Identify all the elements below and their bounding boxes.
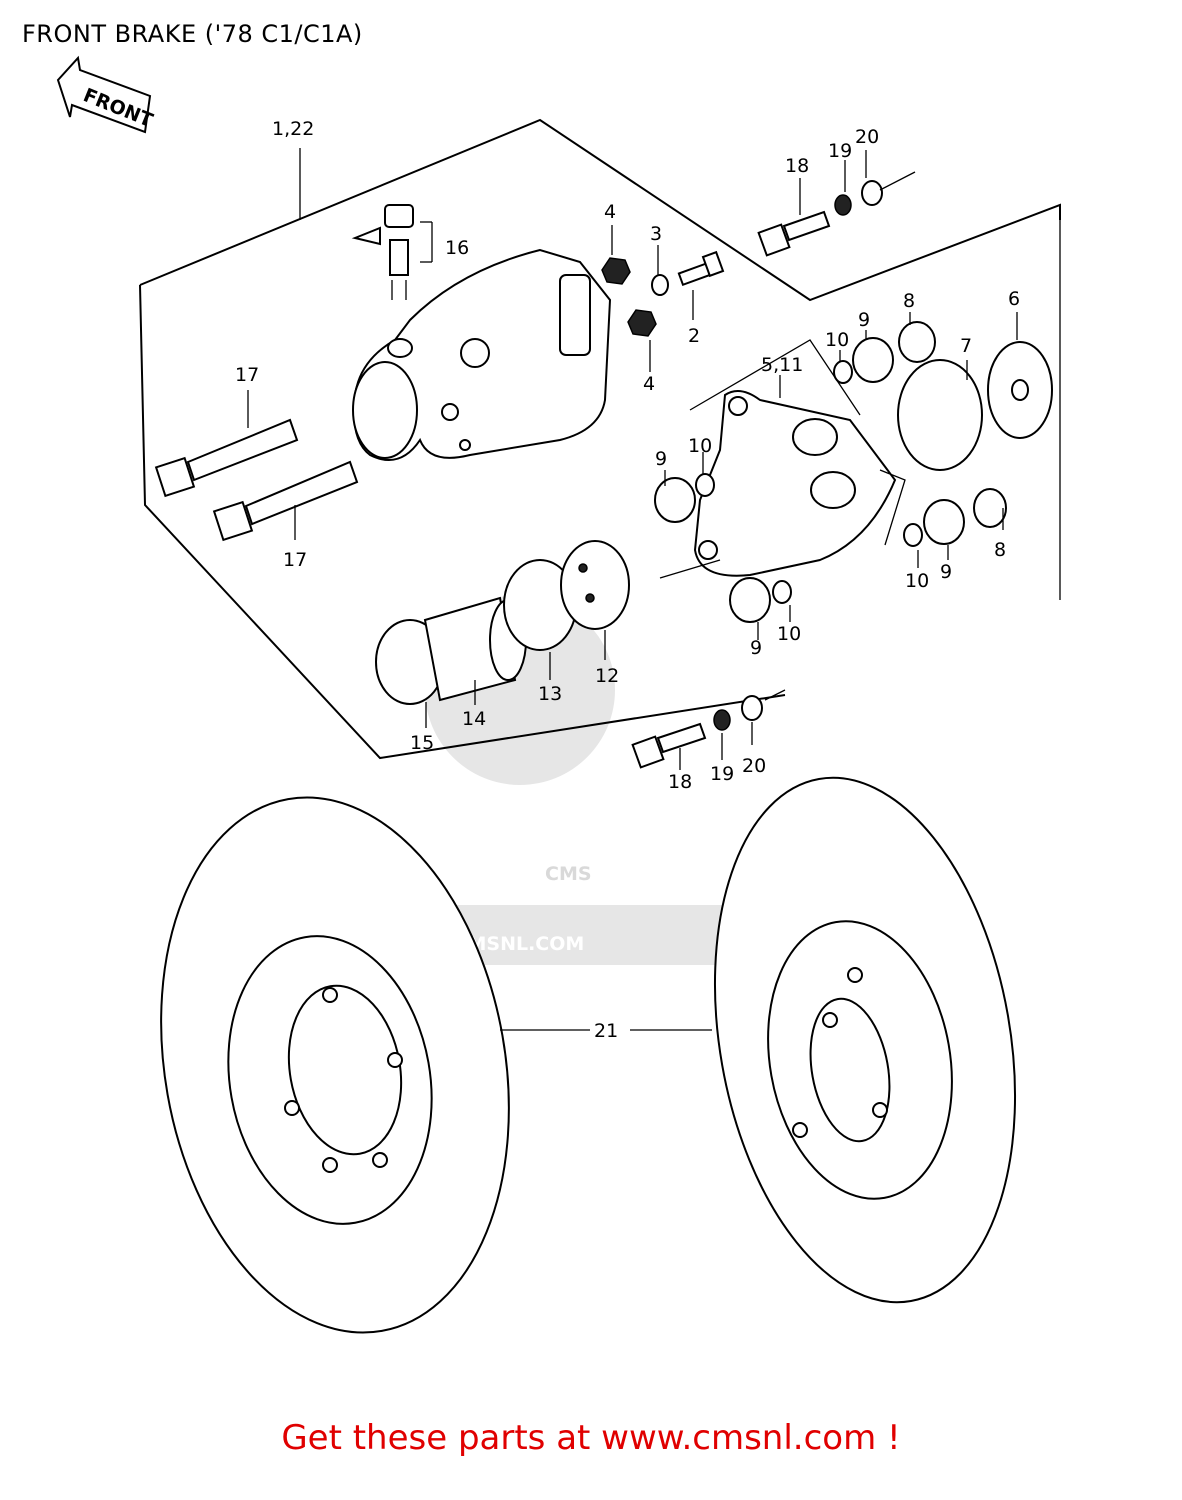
footer-link[interactable]: Get these parts at www.cmsnl.com !	[281, 1418, 901, 1458]
callout-9-right: 9	[940, 561, 952, 583]
callout-9-top: 9	[858, 309, 870, 331]
callout-10-bottom: 10	[777, 623, 801, 645]
page-title: FRONT BRAKE ('78 C1/C1A)	[22, 20, 363, 48]
callout-19-top: 19	[828, 140, 852, 162]
callout-17-top: 17	[235, 364, 259, 386]
callout-15: 15	[410, 732, 434, 754]
callout-20-bottom: 20	[742, 755, 766, 777]
callout-6: 6	[1008, 288, 1020, 310]
small-hardware	[601, 225, 725, 372]
callout-19-bottom: 19	[710, 763, 734, 785]
caliper-body	[352, 248, 612, 461]
callout-17-bottom: 17	[283, 549, 307, 571]
callout-21: 21	[594, 1020, 618, 1042]
brake-disc-right	[713, 776, 1017, 1304]
callout-7: 7	[960, 335, 972, 357]
callout-9-bottom: 9	[750, 637, 762, 659]
callout-12: 12	[595, 665, 619, 687]
piston-and-seals	[375, 540, 630, 728]
callout-5-11: 5,11	[761, 354, 803, 376]
callout-4-top: 4	[604, 201, 616, 223]
callout-16: 16	[445, 237, 469, 259]
callout-1-22: 1,22	[272, 118, 314, 140]
callout-10-right: 10	[905, 570, 929, 592]
callout-labels: 1,22 16 4 3 2 4 18 19 20 8 6 10 9 7 5,11…	[235, 118, 1020, 1042]
callout-18-top: 18	[785, 155, 809, 177]
assembly-boundary	[139, 118, 1061, 760]
bleeder-valve	[351, 204, 433, 300]
callout-20-top: 20	[855, 126, 879, 148]
callout-8-bottom: 8	[994, 539, 1006, 561]
watermark-logo: CMS	[545, 863, 592, 885]
callout-10-top: 10	[825, 329, 849, 351]
callout-2: 2	[688, 325, 700, 347]
callout-9-left: 9	[655, 448, 667, 470]
mounting-bolt-top	[757, 150, 916, 257]
front-arrow-icon: FRONT	[56, 55, 156, 134]
brake-disc-left	[160, 796, 510, 1334]
callout-8-top: 8	[903, 290, 915, 312]
mounting-bolt-bottom	[631, 689, 786, 770]
callout-13: 13	[538, 683, 562, 705]
callout-3: 3	[650, 223, 662, 245]
caliper-bracket	[659, 339, 906, 579]
caps	[897, 312, 1053, 471]
bushings-and-rings	[654, 312, 1007, 640]
caliper-bolts	[154, 390, 359, 542]
callout-4-bottom: 4	[643, 373, 655, 395]
callout-14: 14	[462, 708, 486, 730]
callout-10-left: 10	[688, 435, 712, 457]
callout-18-bottom: 18	[668, 771, 692, 793]
